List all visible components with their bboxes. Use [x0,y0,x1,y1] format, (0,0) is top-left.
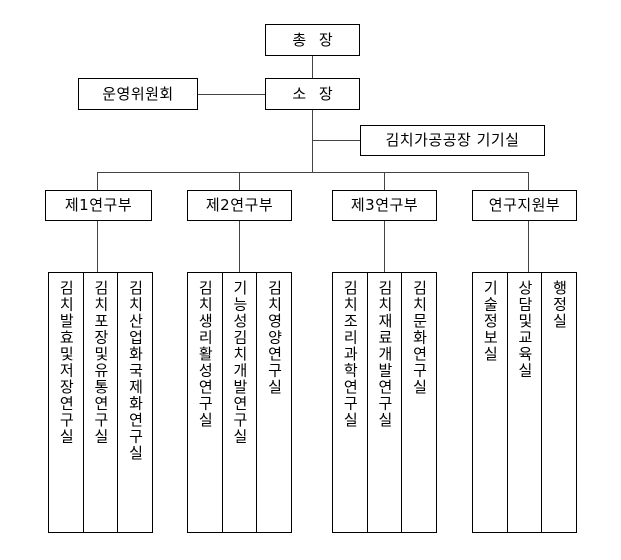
lab-cell[interactable]: 김치생리활성연구실 [188,273,223,532]
connector-bus-drop-2 [239,172,240,190]
lab-label: 김치발효및저장연구실 [57,280,76,445]
lab-label: 기능성김치개발연구실 [230,280,249,445]
connector-bus-drop-4 [528,172,529,190]
lab-group-department-1: 김치발효및저장연구실 김치포장및유통연구실 김치산업화국제화연구실 [48,272,153,533]
node-department-2[interactable]: 제2연구부 [187,190,292,221]
node-department-1[interactable]: 제1연구부 [45,190,152,221]
connector-bus-drop-1 [97,172,98,190]
lab-group-department-3: 김치조리과학연구실 김치재료개발연구실 김치문화연구실 [332,272,437,533]
connector-department-4-to-labs [528,221,529,272]
connector-director-to-facility [312,140,360,141]
node-director[interactable]: 소 장 [265,78,360,110]
lab-cell[interactable]: 김치산업화국제화연구실 [118,273,152,532]
lab-group-department-2: 김치생리활성연구실 기능성김치개발연구실 김치영양연구실 [187,272,292,533]
lab-label: 김치포장및유통연구실 [91,280,110,445]
node-president[interactable]: 총 장 [265,24,360,56]
lab-cell[interactable]: 행정실 [542,273,576,532]
lab-label: 김치산업화국제화연구실 [126,280,145,462]
lab-cell[interactable]: 기능성김치개발연구실 [223,273,258,532]
connector-department-1-to-labs [97,221,98,272]
lab-cell[interactable]: 기술정보실 [473,273,508,532]
lab-cell[interactable]: 김치문화연구실 [402,273,436,532]
lab-label: 김치조리과학연구실 [341,280,360,429]
connector-director-trunk [312,110,313,172]
connector-committee-to-director [198,94,265,95]
lab-cell[interactable]: 김치발효및저장연구실 [49,273,84,532]
connector-department-3-to-labs [384,221,385,272]
node-department-3[interactable]: 제3연구부 [332,190,437,221]
lab-cell[interactable]: 김치영양연구실 [257,273,291,532]
lab-label: 김치생리활성연구실 [196,280,215,429]
node-steering-committee[interactable]: 운영위원회 [78,78,198,110]
lab-cell[interactable]: 김치조리과학연구실 [333,273,368,532]
lab-label: 상담및교육실 [515,280,534,379]
connector-department-bus [97,172,528,173]
lab-label: 기술정보실 [481,280,500,363]
connector-bus-drop-3 [384,172,385,190]
lab-cell[interactable]: 김치포장및유통연구실 [84,273,119,532]
lab-cell[interactable]: 김치재료개발연구실 [368,273,403,532]
lab-label: 김치영양연구실 [265,280,284,396]
connector-department-2-to-labs [239,221,240,272]
node-department-4[interactable]: 연구지원부 [472,190,577,221]
lab-cell[interactable]: 상담및교육실 [508,273,543,532]
lab-group-department-4: 기술정보실 상담및교육실 행정실 [472,272,577,533]
lab-label: 행정실 [550,280,569,330]
lab-label: 김치재료개발연구실 [375,280,394,429]
lab-label: 김치문화연구실 [410,280,429,396]
connector-president-to-director [312,56,313,78]
node-kimchi-plant-equipment-room[interactable]: 김치가공공장 기기실 [360,125,545,156]
